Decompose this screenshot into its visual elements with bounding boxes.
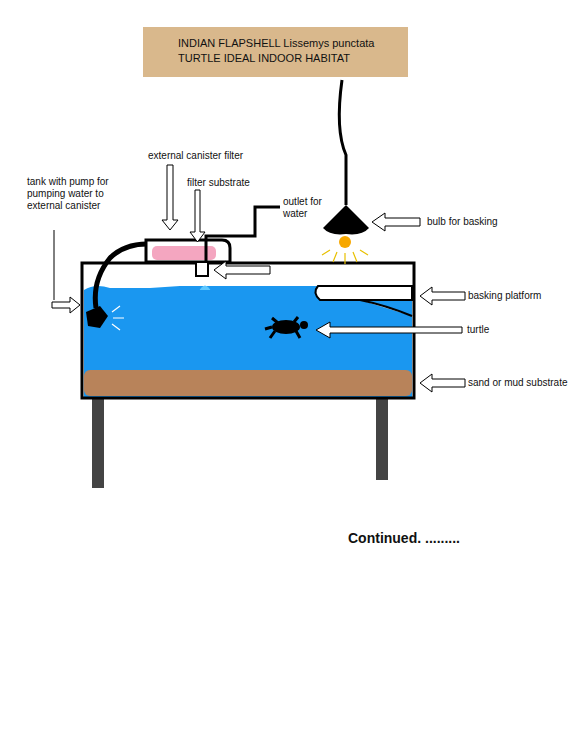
continued-note: Continued. ......... [348, 530, 460, 546]
title-text: INDIAN FLAPSHELL Lissemys punctata TURTL… [178, 36, 400, 66]
tank-leg [376, 398, 388, 480]
pump-label: tank with pump for pumping water to exte… [27, 176, 123, 212]
basking-platform [315, 286, 412, 316]
sand-substrate [84, 370, 412, 396]
substrate-label: sand or mud substrate [468, 377, 568, 389]
light-rays [322, 250, 368, 264]
intake-tube [95, 244, 150, 308]
canister-label: external canister filter [148, 150, 243, 162]
filter-substrate-label: filter substrate [187, 177, 250, 189]
turtle-label: turtle [467, 324, 489, 336]
platform-label: basking platform [468, 290, 541, 302]
tank-leg [92, 398, 104, 488]
title-banner: INDIAN FLAPSHELL Lissemys punctata TURTL… [143, 27, 408, 77]
bulb-label: bulb for basking [427, 216, 498, 228]
outlet-label: outlet for water [283, 196, 327, 220]
water [84, 286, 412, 397]
splash [200, 286, 210, 290]
canister-filter [146, 240, 230, 262]
turtle-figure [265, 317, 308, 338]
leader-line [54, 230, 55, 300]
lamp-shade [323, 205, 369, 234]
bulb [339, 236, 351, 248]
pump [86, 306, 108, 328]
canister-neck [196, 262, 208, 276]
pointer-arrows [52, 165, 465, 392]
outlet-pipe [206, 207, 280, 262]
pump-outflow [112, 306, 124, 330]
lamp-cord [339, 80, 346, 205]
